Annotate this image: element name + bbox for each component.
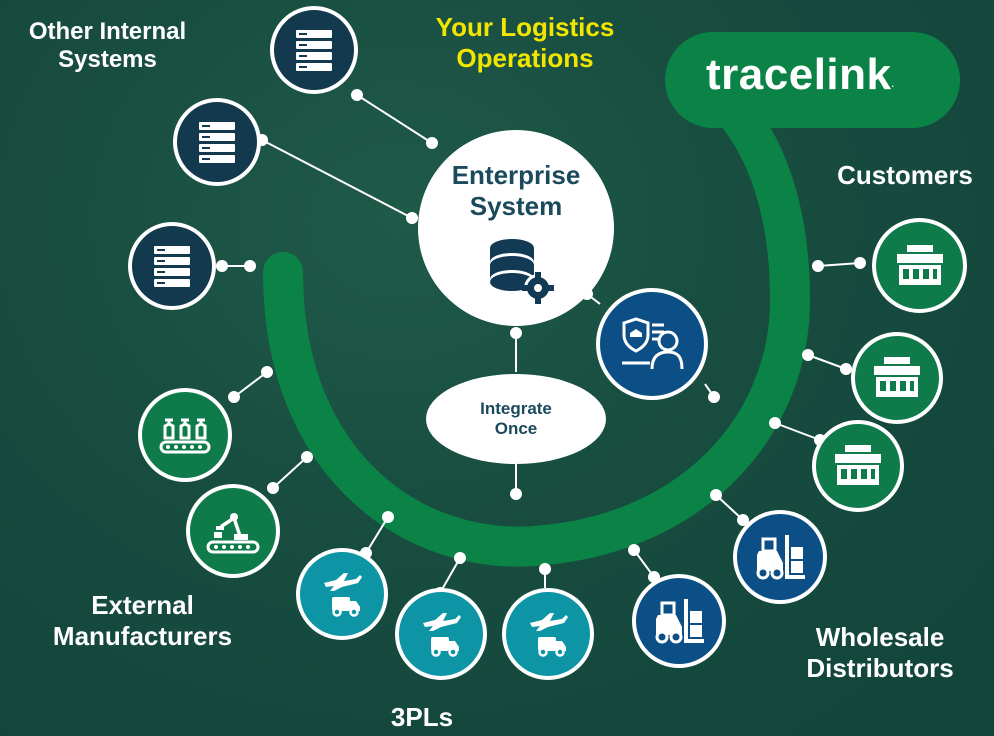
store-icon <box>835 445 881 485</box>
3pl-node-3[interactable] <box>502 588 594 680</box>
store-icon <box>874 357 920 397</box>
production-line-icon <box>159 418 211 454</box>
label-external-manufacturers: External Manufacturers <box>52 590 233 651</box>
3pl-node-1[interactable] <box>296 548 388 640</box>
user-shield-icon <box>622 317 684 370</box>
label-wholesale-distributors: Wholesale Distributors <box>806 622 954 683</box>
connector-internal-1 <box>356 94 433 144</box>
connector-wholesale-1 <box>715 494 744 521</box>
integrate-once-node <box>426 374 606 464</box>
enterprise-system-node <box>418 130 614 326</box>
label-integrate-once: Integrate Once <box>480 399 552 439</box>
internal-system-node-2[interactable] <box>173 98 261 186</box>
plane-truck-icon <box>423 613 461 657</box>
connector-mfg-2 <box>272 456 308 489</box>
database-gear-icon <box>488 238 556 309</box>
connector-customer-3 <box>774 422 821 441</box>
manufacturer-node-1[interactable] <box>138 388 232 482</box>
customer-node-1[interactable] <box>872 218 967 313</box>
label-customers: Customers <box>837 160 973 190</box>
customer-node-2[interactable] <box>851 332 943 424</box>
label-your-logistics-operations: Your Logistics Operations <box>435 12 615 73</box>
server-rack-icon <box>296 30 332 71</box>
internal-system-node-1[interactable] <box>270 6 358 94</box>
internal-system-node-3[interactable] <box>128 222 216 310</box>
wholesale-node-2[interactable] <box>632 574 726 668</box>
customer-node-3[interactable] <box>812 420 904 512</box>
brand-banner <box>665 32 960 128</box>
robot-arm-icon <box>206 513 260 554</box>
connector-mfg-1 <box>233 371 268 398</box>
user-shield-node[interactable] <box>596 288 708 400</box>
wholesale-node-1[interactable] <box>733 510 827 604</box>
tracelink-network-arc <box>263 60 811 567</box>
connector-internal-2 <box>261 139 413 219</box>
tracelink-logo: tracelink. <box>706 50 895 99</box>
store-icon <box>896 244 943 285</box>
connector-customer-2 <box>807 354 847 370</box>
server-rack-icon <box>154 246 190 287</box>
plane-truck-icon <box>530 613 568 657</box>
connector-3pl-3 <box>365 516 389 554</box>
forklift-icon <box>655 599 704 644</box>
label-3pls: 3PLs <box>390 702 454 732</box>
manufacturer-node-2[interactable] <box>186 484 280 578</box>
plane-truck-icon <box>324 573 362 617</box>
connector-customer-1 <box>817 262 861 267</box>
server-rack-icon <box>199 122 235 163</box>
3pl-node-2[interactable] <box>395 588 487 680</box>
connector-3pl-2 <box>439 557 461 594</box>
label-other-internal-systems: Other Internal Systems <box>28 18 187 74</box>
label-enterprise-system: Enterprise System <box>451 160 581 221</box>
forklift-icon <box>756 535 805 580</box>
